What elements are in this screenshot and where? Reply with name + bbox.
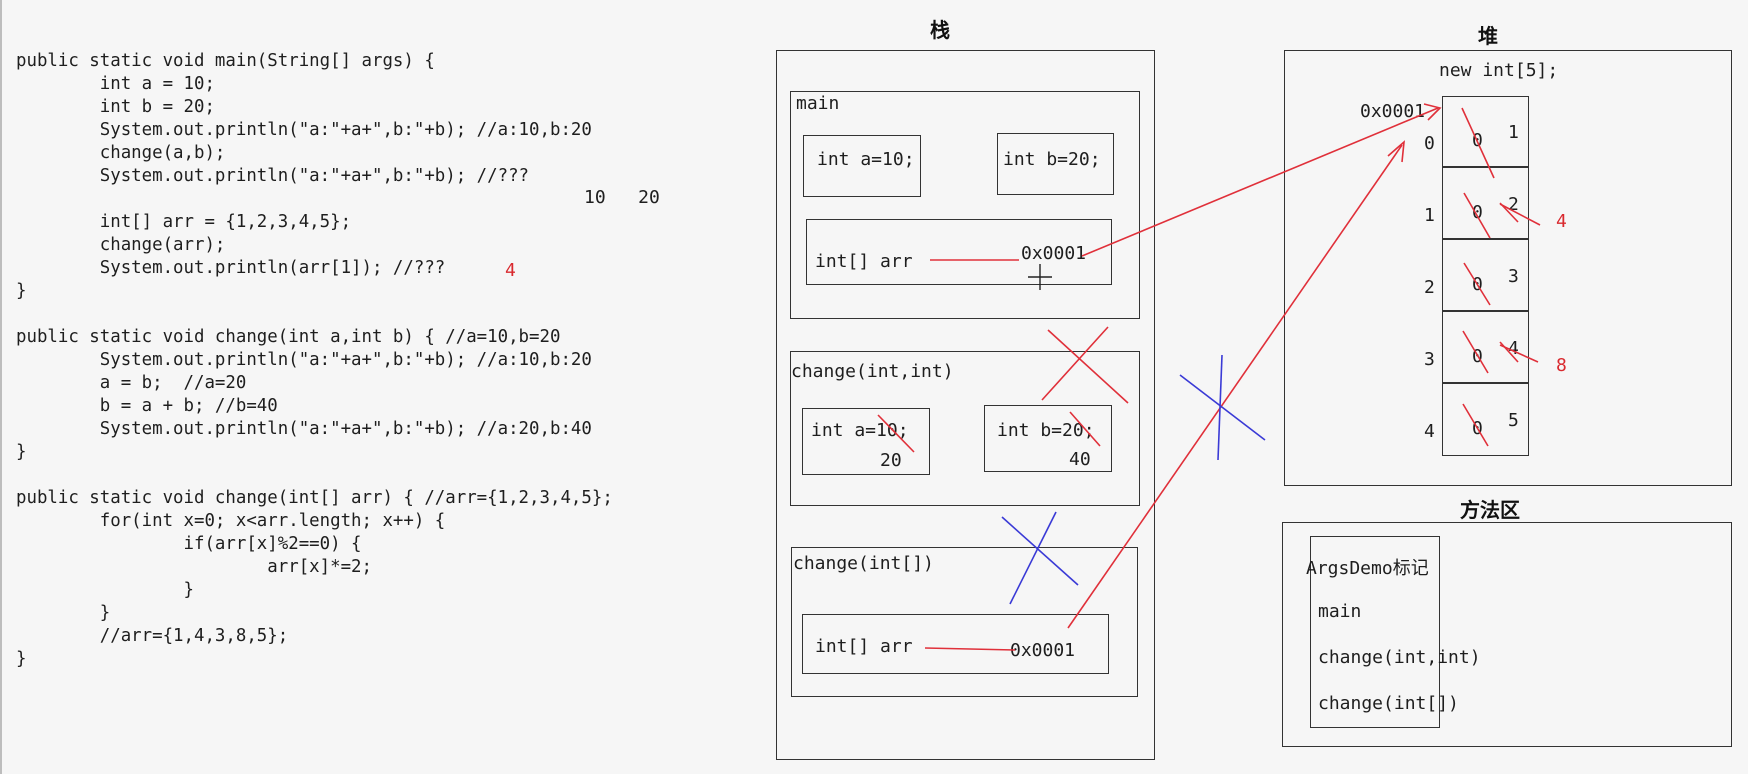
change-int-a-new: 20 (880, 450, 902, 471)
heap-cell-old-value: 0 (1472, 130, 1483, 151)
heap-cell-old-value: 0 (1472, 274, 1483, 295)
change-int-b-new: 40 (1069, 449, 1091, 470)
change-arr-name: int[] arr (815, 636, 913, 657)
heap-cell-index: 4 (1424, 421, 1435, 442)
change-arr-ref: 0x0001 (1010, 640, 1076, 661)
main-arr-name: int[] arr (815, 251, 913, 272)
main-int-b-text: int b=20; (1003, 149, 1101, 170)
method-area-title: 方法区 (1460, 498, 1520, 522)
heap-cell-index: 1 (1424, 205, 1435, 226)
main-arr-ref: 0x0001 (1021, 243, 1087, 264)
heap-cell-divider (1442, 310, 1529, 312)
argsdemo-class-label: ArgsDemo标记 (1306, 558, 1429, 579)
heap-cell-value: 3 (1508, 266, 1519, 287)
method-item-change-arr: change(int[]) (1318, 693, 1459, 714)
method-item-change-int: change(int,int) (1318, 647, 1481, 668)
change-int-a-text: int a=10; (811, 420, 909, 441)
heap-new-label: new int[5]; (1439, 60, 1559, 81)
heap-array (1442, 96, 1529, 456)
change-int-frame-label: change(int,int) (791, 361, 954, 382)
left-gutter-line (0, 0, 2, 774)
heap-cell-value: 2 (1508, 194, 1519, 215)
heap-cell-divider (1442, 166, 1529, 168)
main-int-a-text: int a=10; (817, 149, 915, 170)
heap-cell-value: 4 (1508, 338, 1519, 359)
main-int-a-box (803, 135, 921, 197)
method-item-main: main (1318, 601, 1362, 622)
heap-cell-old-value: 0 (1472, 346, 1483, 367)
change-arr-frame-label: change(int[]) (793, 553, 934, 574)
change-int-a-box (802, 408, 930, 475)
heap-cell-new-value: 8 (1556, 355, 1567, 376)
heap-address: 0x0001 (1360, 101, 1426, 122)
reference-cut-x-blue (1179, 354, 1266, 461)
heap-cell-new-value: 4 (1556, 211, 1567, 232)
change-int-b-text: int b=20; (997, 420, 1095, 441)
answer-ab-annotation: 10 20 (584, 187, 660, 208)
heap-cell-index: 3 (1424, 349, 1435, 370)
method-area (1282, 522, 1732, 747)
heap-cell-value: 5 (1508, 410, 1519, 431)
main-frame-label: main (796, 93, 840, 114)
heap-cell-old-value: 0 (1472, 418, 1483, 439)
heap-cell-value: 1 (1508, 122, 1519, 143)
answer-arr1-annotation: 4 (505, 260, 516, 281)
change-arr-box (802, 614, 1109, 674)
heap-cell-index: 2 (1424, 277, 1435, 298)
heap-cell-old-value: 0 (1472, 202, 1483, 223)
heap-cell-divider (1442, 238, 1529, 240)
stack-title: 栈 (930, 18, 950, 42)
heap-cell-index: 0 (1424, 133, 1435, 154)
heap-cell-divider (1442, 382, 1529, 384)
heap-title: 堆 (1478, 24, 1498, 48)
source-code: public static void main(String[] args) {… (16, 51, 613, 669)
